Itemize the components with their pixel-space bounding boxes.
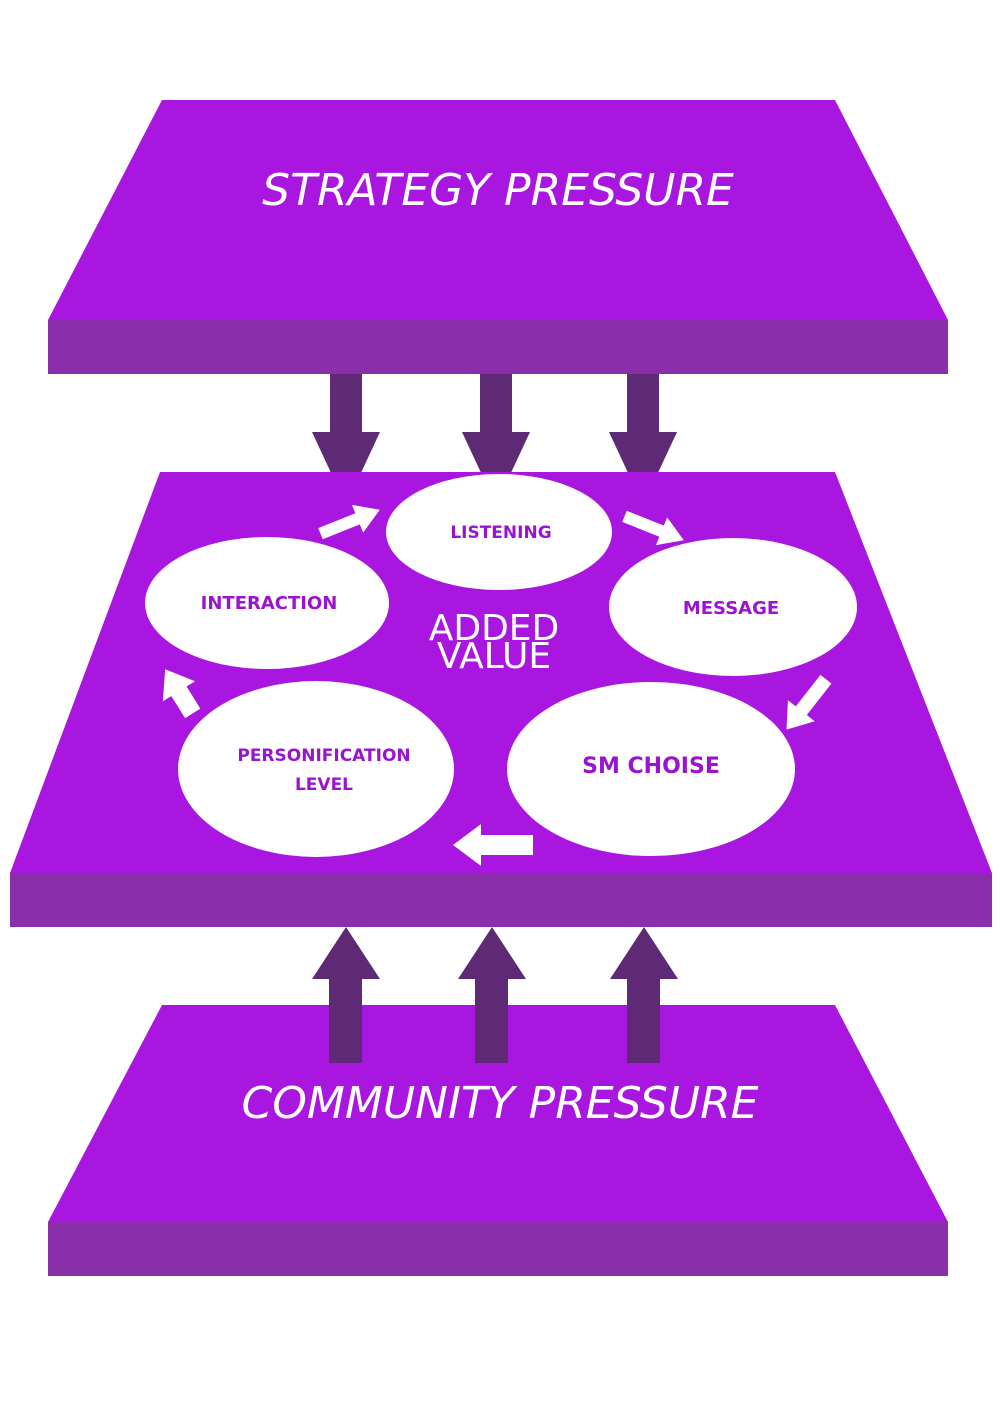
sm-choise-ellipse: [507, 682, 795, 856]
down-arrow-center: [462, 374, 530, 505]
up-arrow-center: [458, 927, 526, 1063]
up-arrow-left: [312, 927, 380, 1063]
community-pressure-label: COMMUNITY PRESSURE: [242, 1078, 759, 1129]
strategy-pressure-label: STRATEGY PRESSURE: [262, 165, 734, 216]
added-value-slab-side-face: [10, 873, 992, 927]
down-arrow-left: [312, 374, 380, 505]
personification-label-line1: PERSONIFICATION: [237, 746, 410, 766]
strategy-slab-top-face: [48, 100, 948, 320]
interaction-ellipse: [145, 537, 389, 669]
community-slab-top-face: [48, 1005, 948, 1222]
interaction-label: INTERACTION: [201, 593, 338, 614]
personification-label-line2: LEVEL: [295, 775, 353, 795]
added-value-label-line1: ADDED: [429, 608, 560, 649]
down-arrow-right: [609, 374, 677, 505]
strategy-pressure-arrows: [312, 374, 677, 505]
message-label: MESSAGE: [683, 598, 779, 619]
strategy-pressure-layer: STRATEGY PRESSURE: [48, 100, 948, 374]
up-arrow-right: [610, 927, 678, 1063]
message-ellipse: [609, 538, 857, 676]
personification-ellipse: [178, 681, 454, 857]
listening-ellipse: [386, 474, 612, 590]
community-slab-side-face: [48, 1222, 948, 1276]
listening-label: LISTENING: [450, 523, 551, 543]
community-pressure-layer: COMMUNITY PRESSURE: [48, 1005, 948, 1276]
cycle-node-interaction: INTERACTION: [145, 537, 389, 669]
cycle-node-message: MESSAGE: [609, 538, 857, 676]
flow-arrow-message-to-sm-choise: [786, 674, 832, 730]
flow-arrow-personification-to-interaction: [162, 669, 201, 719]
flow-arrow-interaction-to-listening: [318, 504, 380, 540]
cycle-flow-arrows: [162, 504, 832, 866]
flow-arrow-listening-to-message: [622, 510, 684, 546]
strategy-slab-side-face: [48, 320, 948, 374]
cycle-node-sm-choise: SM CHOISE: [507, 682, 795, 856]
flow-arrow-sm-choise-to-personification: [453, 824, 533, 866]
sm-choise-label: SM CHOISE: [582, 754, 720, 779]
added-value-label-line2: VALUE: [437, 636, 551, 677]
community-pressure-arrows: [312, 927, 678, 1063]
cycle-node-listening: LISTENING: [386, 474, 612, 590]
cycle-node-personification-level: PERSONIFICATION LEVEL: [178, 681, 454, 857]
